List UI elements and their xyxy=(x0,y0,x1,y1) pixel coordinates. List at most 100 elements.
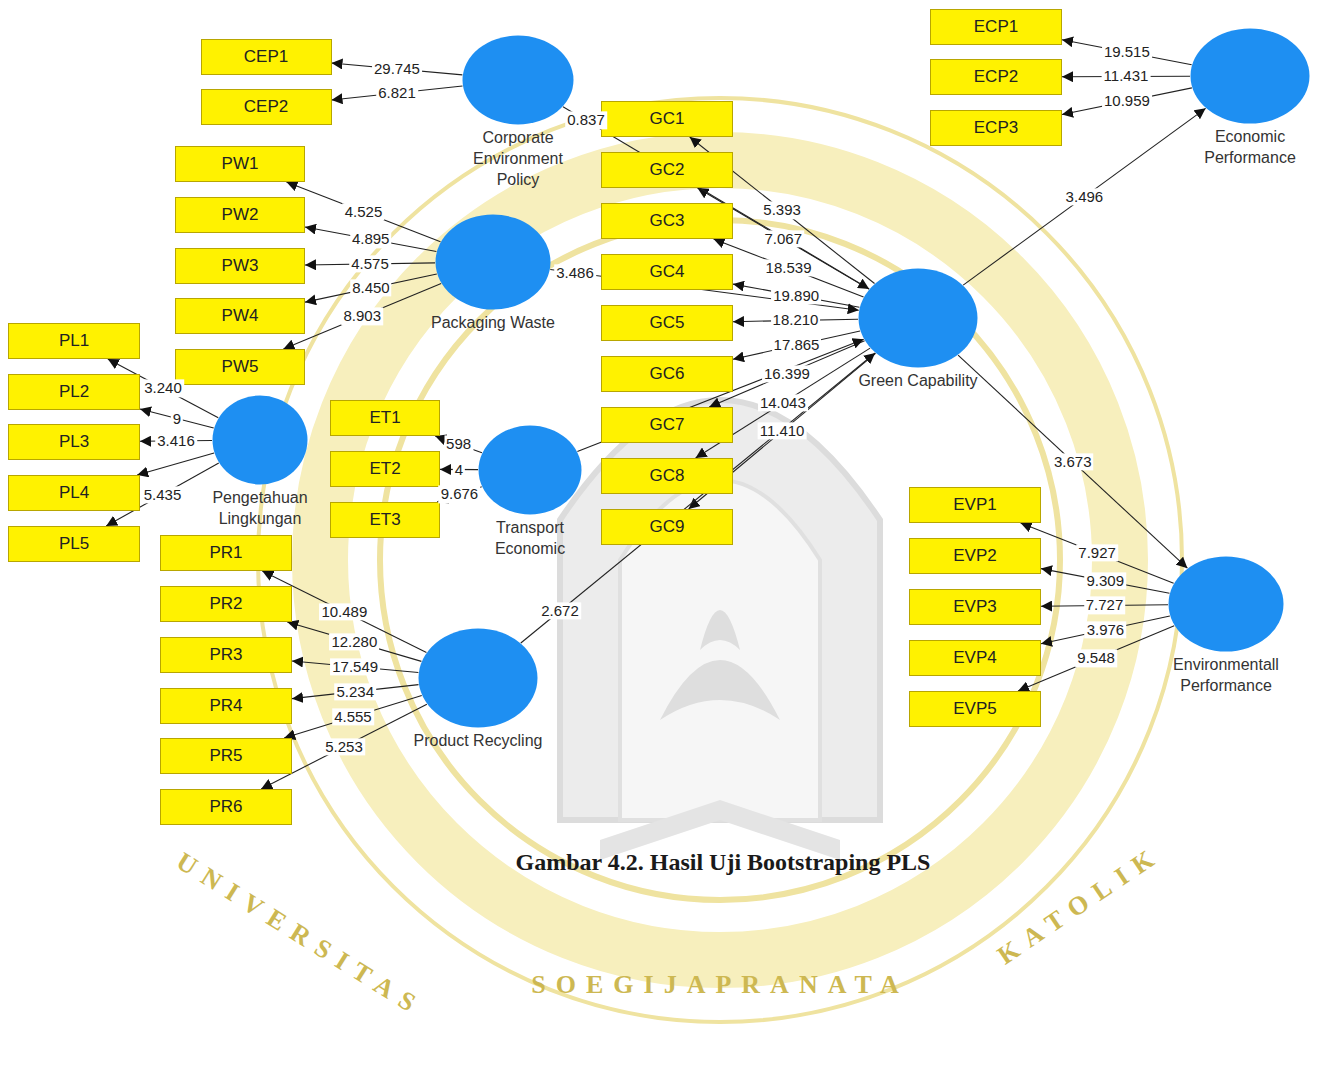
t-value: 11.410 xyxy=(758,423,807,440)
t-value: 18.539 xyxy=(764,259,814,276)
latent-shape xyxy=(479,426,582,515)
indicator-box: ET1 xyxy=(330,400,440,436)
t-value: 8.903 xyxy=(341,308,383,325)
t-value: 5.253 xyxy=(323,738,365,755)
t-value: 16.399 xyxy=(762,365,812,382)
indicator-label: PL5 xyxy=(59,534,89,554)
t-value: 4.895 xyxy=(350,231,392,248)
watermark-ring xyxy=(320,160,1120,960)
t-value: 14.043 xyxy=(758,394,808,411)
path-arrow xyxy=(963,108,1205,285)
latent-variable: Pengetahuan Lingkungan xyxy=(212,395,308,485)
figure-caption: Gambar 4.2. Hasil Uji Bootstraping PLS xyxy=(516,849,931,876)
t-value: 3.240 xyxy=(142,380,184,397)
indicator-label: EVP3 xyxy=(953,597,996,617)
latent-ellipse xyxy=(1190,28,1310,124)
indicator-label: ET2 xyxy=(369,459,400,479)
indicator-label: PW5 xyxy=(222,357,259,377)
latent-label: Transport Economic xyxy=(470,518,590,560)
path-arrow xyxy=(437,487,481,502)
watermark-arch xyxy=(560,400,880,820)
t-value: 18.210 xyxy=(771,312,821,329)
path-arrow xyxy=(1062,40,1192,65)
t-value: 3.486 xyxy=(554,264,596,281)
t-value: 9.309 xyxy=(1084,572,1126,589)
indicator-box: GC7 xyxy=(601,407,733,443)
t-value: 10.959 xyxy=(1102,93,1152,110)
indicator-box: GC3 xyxy=(601,203,733,239)
indicator-box: CEP2 xyxy=(201,89,332,125)
latent-label: Product Recycling xyxy=(398,731,558,752)
path-arrow xyxy=(521,353,875,643)
indicator-label: GC3 xyxy=(650,211,685,231)
watermark-ring xyxy=(258,98,1182,1022)
indicator-label: PW1 xyxy=(222,154,259,174)
t-value: 7.727 xyxy=(1084,597,1126,614)
indicator-box: ECP2 xyxy=(930,59,1062,95)
indicator-label: PL2 xyxy=(59,382,89,402)
path-arrow xyxy=(305,274,437,302)
indicator-box: GC1 xyxy=(601,101,733,137)
indicator-label: EVP1 xyxy=(953,495,996,515)
t-value: 4 xyxy=(453,461,465,478)
indicator-label: EVP4 xyxy=(953,648,996,668)
indicator-box: EVP1 xyxy=(909,487,1041,523)
watermark-lotus xyxy=(660,610,780,720)
indicator-label: GC8 xyxy=(650,466,685,486)
indicator-box: ET3 xyxy=(330,502,440,538)
t-value: 17.865 xyxy=(772,336,822,353)
path-arrow xyxy=(958,355,1187,568)
t-value: 9.548 xyxy=(1075,650,1117,667)
indicator-label: GC6 xyxy=(650,364,685,384)
indicator-box: GC9 xyxy=(601,509,733,545)
indicator-box: PR6 xyxy=(160,789,292,825)
latent-variable: Transport Economic xyxy=(478,425,582,515)
indicator-box: GC5 xyxy=(601,305,733,341)
indicator-box: ET2 xyxy=(330,451,440,487)
watermark-ring xyxy=(380,220,1060,900)
indicator-box: PL3 xyxy=(8,424,140,460)
t-value: 9 xyxy=(171,410,183,427)
indicator-box: PR3 xyxy=(160,637,292,673)
t-value: 4.525 xyxy=(343,203,385,220)
latent-label: Environmentall Performance xyxy=(1156,655,1296,697)
indicator-label: PR6 xyxy=(209,797,242,817)
latent-ellipse xyxy=(858,268,978,368)
indicator-box: EVP5 xyxy=(909,691,1041,727)
indicator-box: CEP1 xyxy=(201,39,332,75)
latent-variable: Economic Performance xyxy=(1190,28,1310,124)
indicator-label: PL3 xyxy=(59,432,89,452)
indicator-label: ECP1 xyxy=(974,17,1018,37)
indicator-box: PW2 xyxy=(175,197,305,233)
t-value: 3.416 xyxy=(155,432,197,449)
latent-ellipse xyxy=(1168,556,1284,652)
latent-shape xyxy=(1191,29,1310,124)
t-value: 3.673 xyxy=(1052,453,1094,470)
indicator-label: ET1 xyxy=(369,408,400,428)
indicator-box: PR2 xyxy=(160,586,292,622)
indicator-label: PR1 xyxy=(209,543,242,563)
path-arrow xyxy=(305,227,436,251)
indicator-label: ET3 xyxy=(369,510,400,530)
indicator-box: EVP2 xyxy=(909,538,1041,574)
t-value: 4.555 xyxy=(332,708,374,725)
path-arrow xyxy=(1041,616,1170,644)
indicator-label: EVP2 xyxy=(953,546,996,566)
indicator-label: PW4 xyxy=(222,306,259,326)
latent-label: Corporate Environment Policy xyxy=(453,128,583,190)
t-value: 8.450 xyxy=(350,279,392,296)
t-value: 19.515 xyxy=(1102,44,1152,61)
t-value: 598 xyxy=(444,436,473,453)
indicator-label: PL1 xyxy=(59,331,89,351)
t-value: 0.837 xyxy=(565,112,607,129)
watermark-text: UNIVERSITAS xyxy=(171,847,429,1024)
path-arrow xyxy=(733,331,860,359)
t-value: 4.575 xyxy=(349,255,391,272)
indicator-label: ECP3 xyxy=(974,118,1018,138)
indicator-label: ECP2 xyxy=(974,67,1018,87)
t-value: 5.234 xyxy=(334,683,376,700)
t-value: 2.672 xyxy=(539,602,581,619)
t-value: 11.431 xyxy=(1102,68,1151,85)
indicator-box: PW3 xyxy=(175,248,305,284)
latent-variable: Packaging Waste xyxy=(435,214,551,310)
